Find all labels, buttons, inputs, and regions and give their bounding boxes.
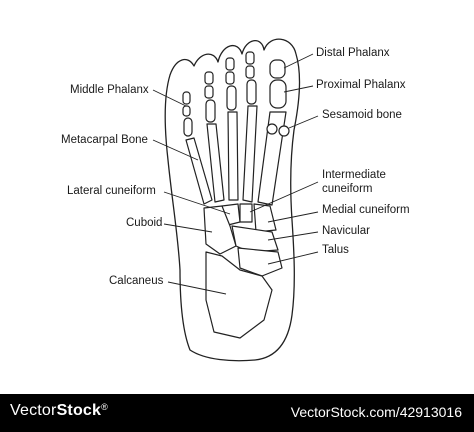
talus xyxy=(237,247,283,277)
sesamoid-bone xyxy=(266,123,278,135)
distal-phalanges xyxy=(182,51,286,105)
image-id: VectorStock.com/42913016 xyxy=(290,404,462,420)
medial-cuneiform xyxy=(253,203,277,233)
label-cuboid: Cuboid xyxy=(126,217,163,229)
label-navicular: Navicular xyxy=(322,225,370,237)
label-lateral-cuneiform: Lateral cuneiform xyxy=(67,185,156,197)
middle-phalanges xyxy=(182,65,255,117)
foot-outline xyxy=(164,38,301,362)
label-medial-cuneiform: Medial cuneiform xyxy=(322,204,410,216)
label-talus: Talus xyxy=(322,244,349,256)
intermediate-cuneiform xyxy=(239,203,253,223)
label-metacarpal-bone: Metacarpal Bone xyxy=(61,134,148,146)
label-intermediate-cuneiform-line1: Intermediate xyxy=(322,169,386,181)
logo-suffix: Stock xyxy=(56,402,102,419)
label-intermediate-cuneiform-line2: cuneiform xyxy=(322,183,373,195)
sesamoid-bone xyxy=(278,125,290,137)
metatarsal-bones xyxy=(185,105,287,206)
leader-lines xyxy=(152,53,319,295)
calcaneus xyxy=(205,251,273,339)
label-calcaneus: Calcaneus xyxy=(109,275,164,287)
logo-prefix: Vector xyxy=(10,402,57,419)
label-distal-phalanx: Distal Phalanx xyxy=(316,47,390,59)
vectorstock-logo: VectorStock® xyxy=(10,402,108,420)
watermark-bar: VectorStock® VectorStock.com/42913016 xyxy=(0,394,474,432)
label-middle-phalanx: Middle Phalanx xyxy=(70,84,149,96)
proximal-phalanges xyxy=(183,79,287,137)
logo-registered: ® xyxy=(101,402,108,412)
label-sesamoid-bone: Sesamoid bone xyxy=(322,109,402,121)
label-proximal-phalanx: Proximal Phalanx xyxy=(316,79,406,91)
